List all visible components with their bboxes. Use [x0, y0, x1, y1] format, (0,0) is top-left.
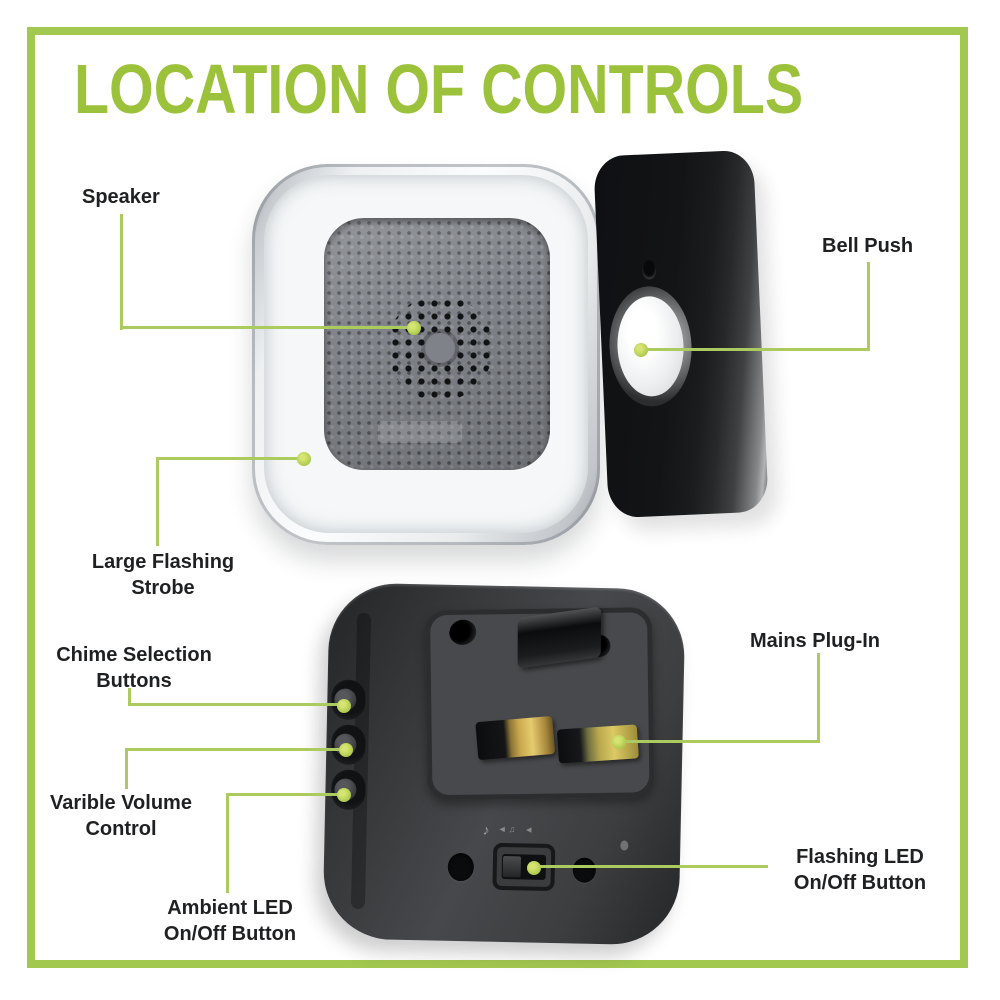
chime-mode-icons: ♪ ◄♫ ◄: [482, 822, 602, 840]
ambient-led-label-line1: Ambient LED: [167, 897, 293, 919]
volume-pointer-line-vertical: [125, 748, 128, 789]
screw-hole-top-left: [446, 616, 480, 649]
strobe-pointer-line-vertical: [156, 457, 159, 546]
bell-push-label: Bell Push: [822, 235, 914, 257]
chime-selection-label-line1: Chime Selection: [56, 644, 212, 666]
switch-knob: [502, 856, 522, 878]
flashing-led-label: Flashing LED On/Off Button: [770, 844, 950, 896]
grille-label-recess: [378, 421, 462, 443]
mains-pointer-line-horizontal: [619, 740, 820, 743]
mains-pointer-dot: [612, 735, 626, 749]
chime-selection-pointer-line-vertical: [128, 688, 131, 706]
flashing-led-label-line2: On/Off Button: [793, 872, 927, 894]
mounting-hole-left: [447, 852, 475, 882]
volume-pointer-line-horizontal: [125, 748, 347, 751]
plugin-chime-back: ♪ ◄♫ ◄: [322, 582, 686, 946]
mounting-hole-right: [572, 857, 597, 883]
bell-push-pointer-line-vertical: [867, 262, 870, 351]
ambient-led-pointer-line-vertical: [226, 793, 229, 893]
indicator-mark: [620, 840, 629, 851]
strobe-label-line1: Large Flashing: [91, 551, 235, 573]
ambient-led-label: Ambient LED On/Off Button: [140, 895, 320, 947]
chime-unit-front: [252, 164, 600, 545]
page-title: LOCATION OF CONTROLS: [74, 50, 804, 128]
arrow-note-icon: ◄♫: [497, 823, 518, 835]
flashing-led-label-line1: Flashing LED: [796, 846, 924, 868]
flashing-led-pointer-line-horizontal: [534, 865, 768, 868]
ambient-led-label-line2: On/Off Button: [163, 923, 297, 945]
speaker-center-disc: [425, 333, 455, 363]
speaker-pointer-dot: [407, 321, 421, 335]
bell-push-unit: [593, 149, 769, 519]
strobe-label-line2: Strobe: [131, 577, 195, 599]
mains-pin-right: [556, 724, 639, 764]
ambient-led-pointer-line-horizontal: [226, 793, 345, 796]
volume-label-line2: Control: [85, 818, 157, 840]
strobe-pointer-dot: [297, 452, 311, 466]
speaker-hole-pattern: [387, 295, 493, 401]
volume-label-line1: Varible Volume: [50, 792, 192, 814]
strobe-label: Large Flashing Strobe: [73, 549, 253, 601]
arrow-icon: ◄: [524, 824, 536, 835]
mains-pointer-line-vertical: [817, 653, 820, 743]
bell-push-led-hole: [641, 260, 657, 280]
speaker-label: Speaker: [82, 186, 160, 208]
bell-push-pointer-dot: [634, 343, 648, 357]
volume-pointer-dot: [339, 743, 353, 757]
flashing-led-pointer-dot: [527, 861, 541, 875]
speaker-pointer-line-vertical: [120, 214, 123, 330]
bell-push-pointer-line-horizontal: [641, 348, 870, 351]
music-note-icon: ♪: [482, 821, 492, 838]
speaker-pointer-line-horizontal: [120, 326, 416, 329]
ambient-led-pointer-dot: [337, 788, 351, 802]
strobe-pointer-line-horizontal: [156, 457, 306, 460]
speaker-grille: [324, 218, 550, 470]
earth-pin: [517, 606, 602, 669]
mains-label: Mains Plug-In: [750, 630, 880, 652]
plug-pin-plate: [424, 606, 655, 801]
chime-selection-label: Chime Selection Buttons: [44, 642, 224, 694]
volume-label: Varible Volume Control: [31, 790, 211, 842]
chime-selection-label-line2: Buttons: [96, 670, 172, 692]
chime-selection-pointer-line-horizontal: [128, 703, 346, 706]
mains-pin-left: [475, 715, 556, 761]
chime-selection-pointer-dot: [337, 699, 351, 713]
border-frame: [27, 27, 968, 968]
